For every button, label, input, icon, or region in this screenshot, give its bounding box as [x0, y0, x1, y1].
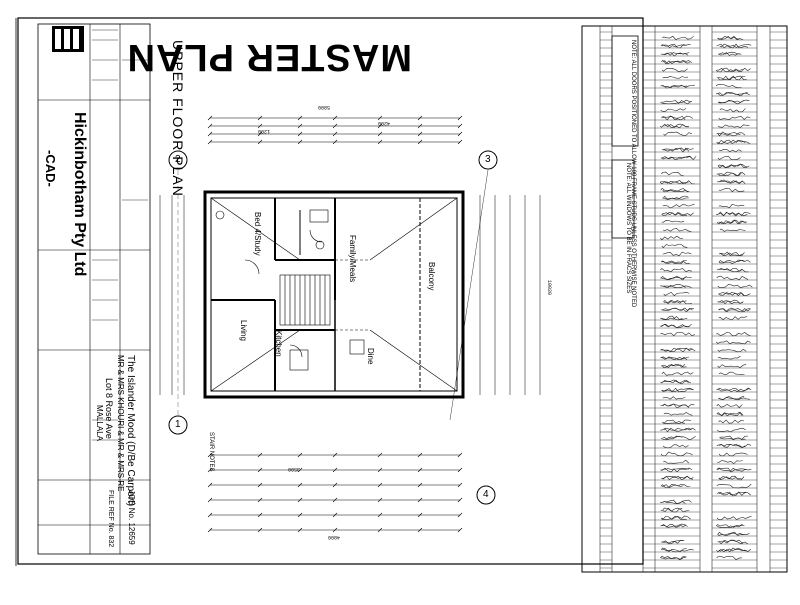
dim-bottom-1: 3500 [287, 466, 300, 472]
dim-side: 10020 [546, 280, 552, 296]
company-mode: -CAD- [43, 150, 58, 187]
file-ref: FILE REF No. 832 [107, 490, 114, 548]
job-number: JOB No. 12659 [127, 490, 136, 545]
dim-top-2: 4200 [377, 120, 390, 126]
room-dine: Dine [366, 348, 375, 365]
room-balcony: Balcony [427, 262, 436, 291]
note-doors: NOTE: ALL DOORS POSITIONED TO ALLOW 100 … [630, 40, 636, 307]
section-marker-1: 1 [175, 419, 181, 430]
project-client: MR & MRS KHOURI & MR & MRS RE [116, 355, 125, 492]
project-name: The Islander Mood (D/Be Carport) [125, 355, 136, 507]
project-suburb: MALLALA [95, 405, 104, 442]
section-marker-2: 2 [175, 154, 181, 165]
note-windows: NOTE: ALL WINDOWS TO BE IN FRACS SIZES [625, 163, 631, 294]
project-location: Lot 8 Rose Ave [104, 378, 114, 439]
floor-plan [203, 190, 465, 399]
company-name: Hickinbotham Pty Ltd [71, 112, 88, 277]
room-kitchen: Kitchen [274, 330, 283, 357]
section-marker-3: 3 [485, 154, 491, 165]
dim-bottom-2: 4800 [327, 534, 340, 540]
plan-subtitle: UPPER FLOOR PLAN [170, 40, 186, 197]
dim-top-3: 1200 [257, 128, 270, 134]
dim-top-1: 5800 [317, 104, 330, 110]
stair-notes: STAIR NOTES [208, 432, 214, 472]
section-marker-4: 4 [483, 489, 489, 500]
company-logo [52, 26, 84, 52]
room-bed: Bed 4/Study [253, 212, 262, 256]
room-living: Living [239, 320, 248, 341]
room-family: Family/Meals [348, 235, 357, 283]
